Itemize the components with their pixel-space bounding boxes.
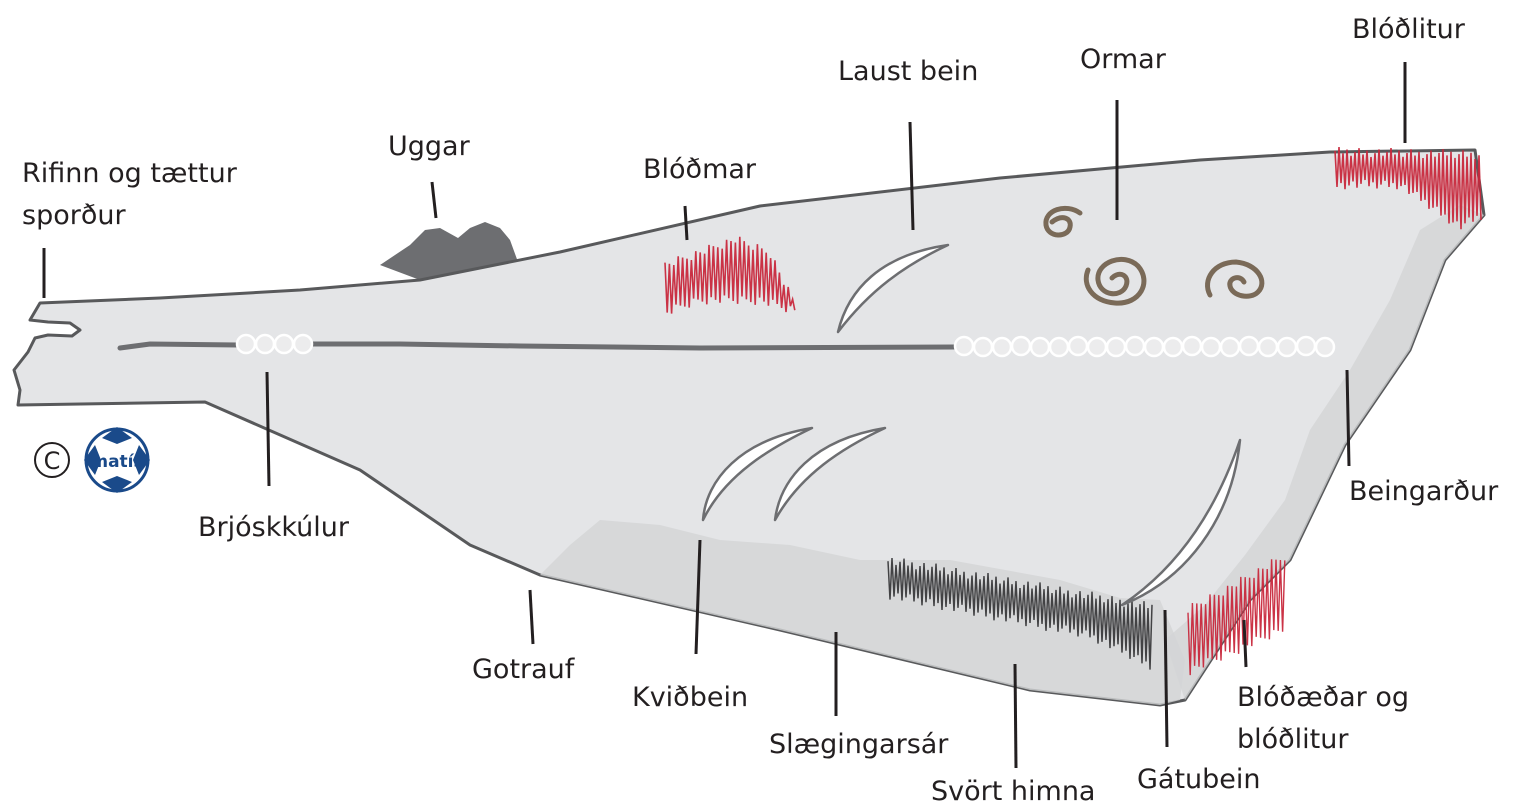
cartilage-ball — [1297, 337, 1315, 355]
label-blodmar: Blóðmar — [643, 154, 757, 185]
cartilage-ball — [1183, 337, 1201, 355]
cartilage-ball — [1069, 337, 1087, 355]
label-beingardur: Beingarður — [1349, 476, 1499, 507]
cartilage-ball — [1316, 338, 1334, 356]
cartilage-ball — [1012, 337, 1030, 355]
label-laust-bein: Laust bein — [838, 56, 978, 87]
label-svort-himna: Svört himna — [931, 776, 1095, 807]
label-gatubein: Gátubein — [1137, 764, 1261, 795]
copyright-symbol: C — [44, 447, 61, 475]
cartilage-ball — [1145, 338, 1163, 356]
cartilage-ball — [1031, 338, 1049, 356]
leader-gatubein — [1165, 610, 1167, 747]
leader-uggar — [432, 182, 436, 218]
cartilage-ball — [1164, 338, 1182, 356]
leader-blodaedar — [1244, 620, 1246, 667]
label-ormar: Ormar — [1080, 44, 1167, 75]
matis-logo-icon: matís — [84, 427, 150, 493]
label-rifinn-line2: sporður — [22, 200, 126, 231]
cartilage-ball — [1107, 338, 1125, 356]
cartilage-ball — [1221, 338, 1239, 356]
cartilage-ball — [294, 335, 312, 353]
label-blodaedar-line1: Blóðæðar og — [1237, 682, 1409, 713]
label-kvidbein: Kviðbein — [632, 682, 748, 713]
leader-brjoskkulur — [267, 372, 269, 486]
label-gotrauf: Gotrauf — [472, 654, 576, 685]
matis-brand-text: matís — [90, 452, 143, 472]
label-uggar: Uggar — [388, 131, 471, 162]
label-slaegingarsar: Slægingarsár — [769, 729, 949, 760]
cartilage-ball — [1050, 338, 1068, 356]
cartilage-ball — [1278, 338, 1296, 356]
label-rifinn-line1: Rifinn og tættur — [22, 158, 238, 189]
label-brjoskkulur: Brjóskkúlur — [198, 512, 350, 543]
cartilage-ball — [993, 338, 1011, 356]
leader-blodmar — [685, 206, 687, 240]
copyright-icon: C — [35, 443, 69, 477]
cartilage-ball — [1126, 337, 1144, 355]
leader-beingardur — [1347, 370, 1349, 466]
label-blodlitur: Blóðlitur — [1352, 14, 1466, 45]
cartilage-ball — [1259, 338, 1277, 356]
cartilage-ball — [237, 335, 255, 353]
leader-svort-himna — [1015, 664, 1016, 768]
cartilage-ball — [256, 335, 274, 353]
label-blodaedar-line2: blóðlitur — [1237, 724, 1349, 755]
cartilage-ball — [1240, 337, 1258, 355]
cartilage-ball — [275, 335, 293, 353]
cartilage-ball — [955, 337, 973, 355]
cartilage-ball — [974, 338, 992, 356]
leader-gotrauf — [530, 590, 533, 644]
cartilage-ball — [1202, 338, 1220, 356]
cartilage-ball — [1088, 338, 1106, 356]
